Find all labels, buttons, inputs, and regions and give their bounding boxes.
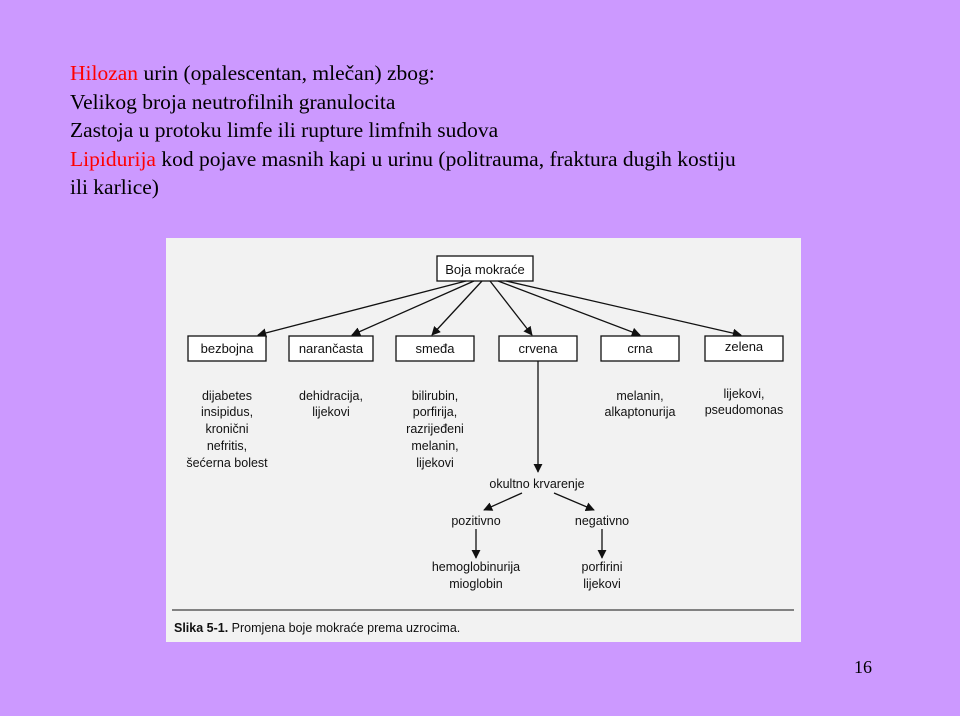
diagram-svg: Boja mokraće bezbojna narančasta smeđa c…: [172, 255, 794, 635]
line-hilozan: Hilozan urin (opalescentan, mlečan) zbog…: [70, 61, 435, 85]
cause-smeda-1: bilirubin,: [412, 389, 459, 403]
cause-narancasta-1: dehidracija,: [299, 389, 363, 403]
figure-caption: Slika 5-1. Promjena boje mokraće prema u…: [174, 621, 460, 635]
label-smeda: smeđa: [415, 341, 455, 356]
cause-crna-2: alkaptonurija: [605, 405, 676, 419]
line-limfa: Zastoja u protoku limfe ili rupture limf…: [70, 118, 499, 142]
line-karlice: ili karlice): [70, 175, 159, 199]
cause-smeda-2: porfirija,: [413, 405, 457, 419]
positive-result-2: mioglobin: [449, 577, 503, 591]
cause-zelena-1: lijekovi,: [724, 387, 765, 401]
negative-result-2: lijekovi: [583, 577, 621, 591]
cause-crna-1: melanin,: [616, 389, 663, 403]
cause-narancasta-2: lijekovi: [312, 405, 350, 419]
negative-result-1: porfirini: [582, 560, 623, 574]
cause-smeda-5: lijekovi: [416, 456, 454, 470]
box-narancasta: [288, 335, 374, 362]
box-crvena: [498, 335, 578, 362]
label-zelena: zelena: [725, 339, 764, 354]
page-number: 16: [854, 657, 872, 677]
cause-bezbojna-3: kronični: [205, 422, 248, 436]
cause-bezbojna-2: insipidus,: [201, 405, 253, 419]
line-neutrofili: Velikog broja neutrofilnih granulocita: [70, 89, 396, 114]
test-label: okultno krvarenje: [489, 477, 584, 491]
term-lipidurija: Lipidurija: [70, 146, 156, 171]
box-bezbojna: [187, 335, 267, 362]
label-crna: crna: [627, 341, 653, 356]
color-boxes: [187, 335, 784, 362]
box-zelena: [704, 335, 784, 362]
cause-smeda-4: melanin,: [411, 439, 458, 453]
label-crvena: crvena: [518, 341, 558, 356]
term-hilozan: Hilozan: [70, 61, 139, 85]
root-arrows: [257, 280, 742, 338]
label-bezbojna: bezbojna: [201, 341, 255, 356]
crvena-arrows: [471, 361, 607, 559]
slide-text: Hilozan urin (opalescentan, mlečan) zbog…: [70, 59, 930, 202]
cause-bezbojna-1: dijabetes: [202, 389, 252, 403]
root-box: [436, 255, 534, 282]
cause-bezbojna-5: šećerna bolest: [186, 456, 268, 470]
box-crna: [600, 335, 680, 362]
negative-label: negativno: [575, 514, 629, 528]
positive-result-1: hemoglobinurija: [432, 560, 520, 574]
urine-color-diagram: Boja mokraće bezbojna narančasta smeđa c…: [166, 238, 801, 642]
positive-label: pozitivno: [451, 514, 500, 528]
box-smeda: [395, 335, 475, 362]
cause-bezbojna-4: nefritis,: [207, 439, 247, 453]
cause-zelena-2: pseudomonas: [705, 403, 784, 417]
line-lipidurija: Lipidurija kod pojave masnih kapi u urin…: [70, 146, 736, 171]
label-narancasta: narančasta: [299, 341, 364, 356]
cause-smeda-3: razrijeđeni: [406, 422, 464, 436]
root-label: Boja mokraće: [445, 262, 524, 277]
